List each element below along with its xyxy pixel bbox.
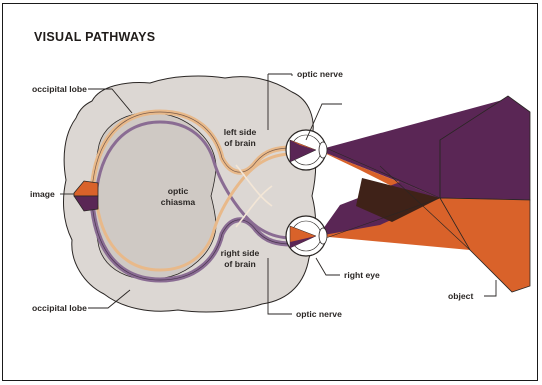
label-optic-chiasma-2: chiasma (161, 197, 196, 207)
label-left-side-1: left side (224, 127, 257, 137)
left-eye (286, 130, 327, 170)
leader-object (484, 280, 496, 296)
leader-right-eye (316, 258, 340, 275)
diagram-title: VISUAL PATHWAYS (34, 30, 155, 44)
label-image: image (30, 189, 55, 199)
label-occipital-lobe-bottom: occipital lobe (32, 303, 87, 313)
label-occipital-lobe-top: occipital lobe (32, 84, 87, 94)
label-left-side-2: of brain (224, 138, 256, 148)
label-optic-nerve-top: optic nerve (297, 69, 343, 79)
label-object: object (448, 291, 473, 301)
label-right-side-2: of brain (224, 259, 256, 269)
label-right-side-1: right side (221, 248, 260, 258)
right-eye (286, 216, 327, 256)
object-top (440, 96, 530, 200)
label-optic-nerve-bottom: optic nerve (296, 309, 342, 319)
label-optic-chiasma-1: optic (168, 186, 189, 196)
label-right-eye: right eye (344, 270, 380, 280)
cerebral-hemispheres (95, 113, 216, 280)
